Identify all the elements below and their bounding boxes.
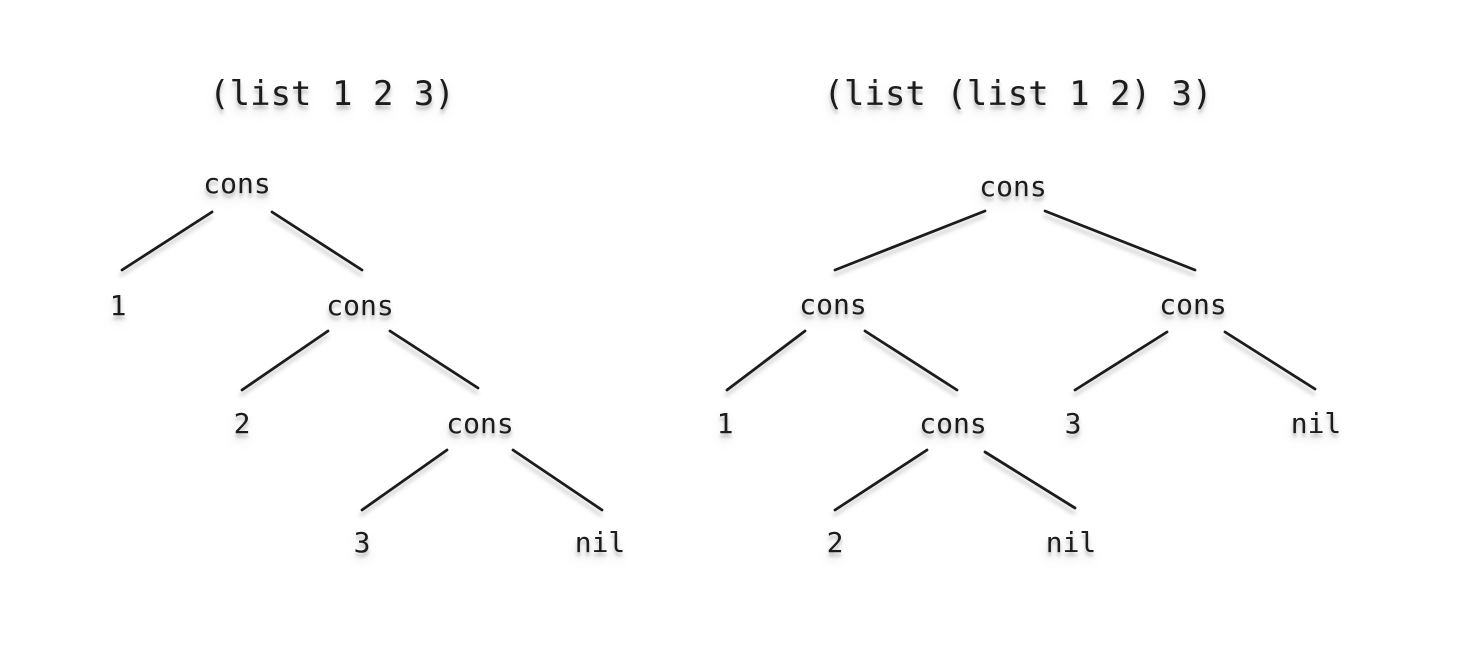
tree-node-cons-3: cons (446, 407, 514, 440)
tree-node-cons-mid: cons (919, 407, 987, 440)
tree-edge (833, 448, 929, 512)
expression-title-nested-list: (list (list 1 2) 3) (823, 74, 1213, 114)
tree-edge (360, 448, 449, 512)
tree-edge (1223, 330, 1317, 391)
tree-edge (1043, 209, 1197, 272)
tree-node-cons-root: cons (979, 170, 1047, 203)
tree-node-cons-right: cons (1159, 288, 1227, 321)
tree-edge (511, 448, 604, 512)
tree-edge (388, 329, 480, 390)
tree-edge (120, 210, 214, 272)
tree-node-value-1: 1 (109, 289, 127, 322)
tree-node-value-3: 3 (1064, 407, 1082, 440)
tree-node-nil-right: nil (1290, 407, 1342, 440)
tree-edge (983, 450, 1077, 510)
tree-edge (1073, 330, 1169, 392)
tree-edge (725, 329, 807, 392)
tree-node-nil: nil (574, 526, 626, 559)
tree-edge (863, 329, 959, 392)
tree-edge (833, 209, 987, 272)
tree-node-value-2: 2 (826, 526, 844, 559)
tree-edge (240, 329, 330, 392)
expression-title-flat-list: (list 1 2 3) (209, 74, 455, 114)
tree-node-nil-mid: nil (1045, 526, 1097, 559)
tree-node-value-3: 3 (353, 526, 371, 559)
tree-node-value-1: 1 (716, 407, 734, 440)
tree-node-cons-left: cons (799, 288, 867, 321)
tree-node-cons-2: cons (326, 289, 394, 322)
tree-edge (270, 210, 364, 272)
tree-node-cons-root: cons (203, 167, 271, 200)
tree-node-value-2: 2 (233, 407, 251, 440)
